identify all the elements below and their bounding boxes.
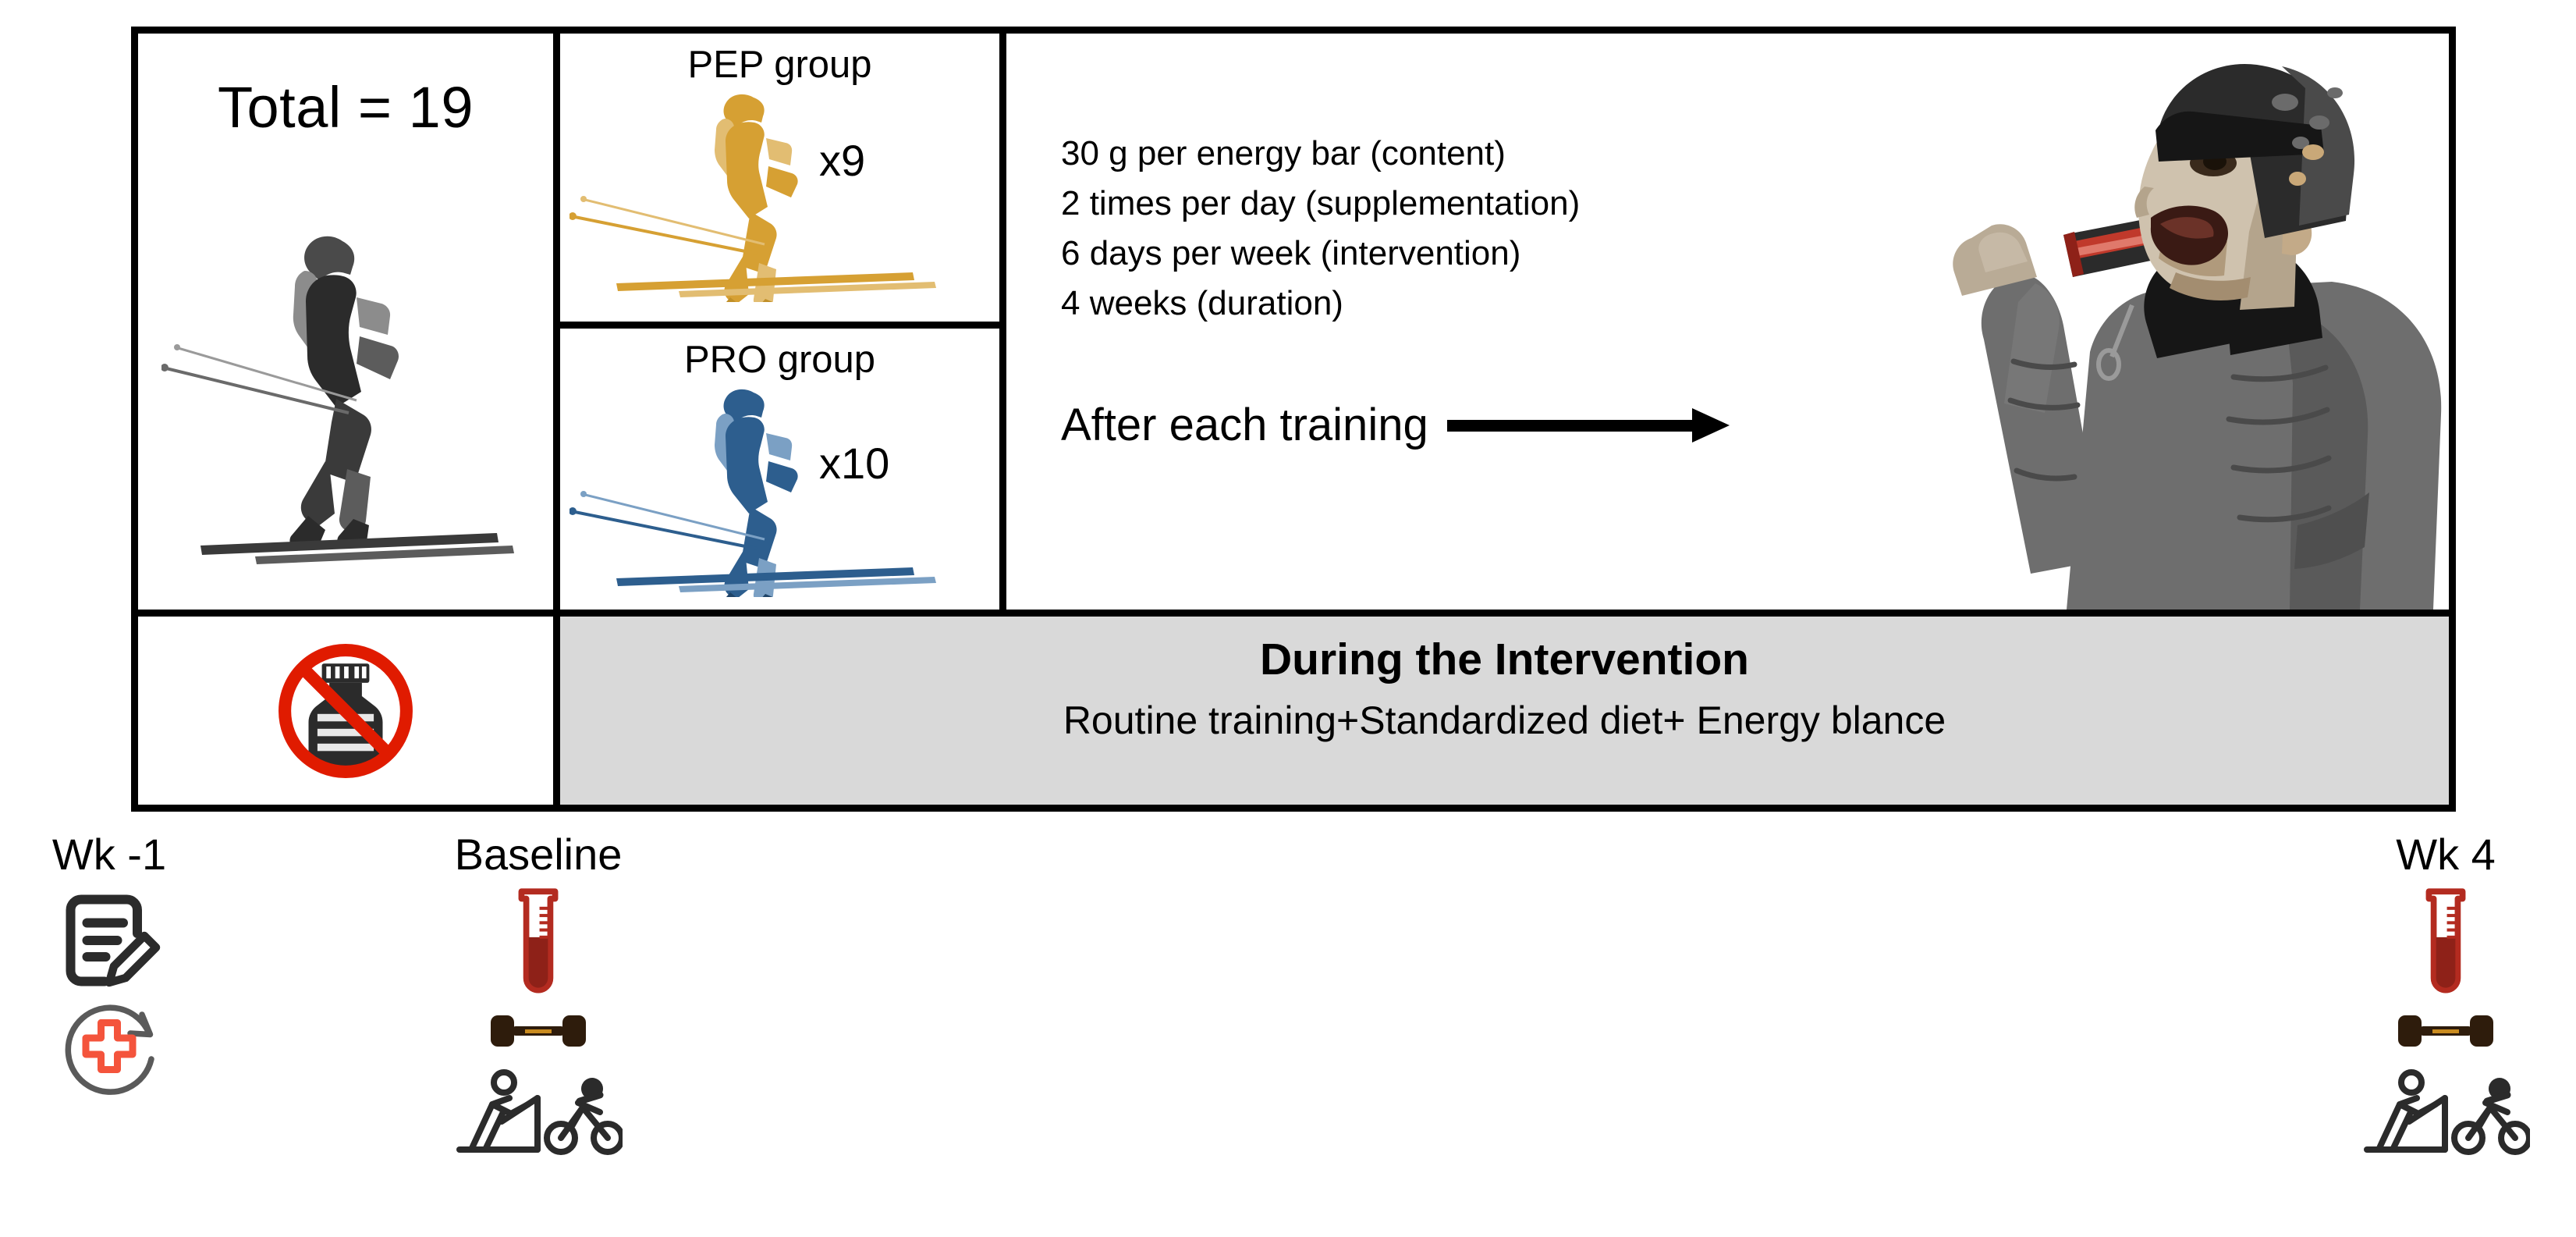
detail-line: 4 weeks (duration): [1061, 284, 1343, 322]
blood-sample-tube-icon: [518, 888, 559, 994]
cross-country-skier-photo-gold: [569, 94, 936, 302]
blood-sample-tube-icon: [2425, 888, 2466, 994]
after-each-training-row: After each training: [1061, 399, 1736, 451]
pep-group-count: x9: [819, 136, 866, 185]
banner-subtitle: Routine training+Standardized diet+ Ener…: [1063, 698, 1946, 742]
detail-line: 30 g per energy bar (content): [1061, 134, 1506, 172]
timepoint-icons: [421, 884, 655, 1157]
medical-check-refresh-icon: [65, 1004, 154, 1095]
cross-country-skier-photo-grayscale: [161, 236, 514, 564]
timepoint-wk-4: Wk 4: [2329, 829, 2563, 1157]
skier-cyclist-test-icon: [456, 1069, 623, 1155]
timepoint-label: Wk 4: [2396, 830, 2496, 879]
pep-group-title: PEP group: [687, 44, 872, 86]
athlete-eating-energy-bar-photo: [1953, 63, 2442, 610]
timepoint-label: Wk -1: [51, 830, 167, 879]
total-participants-label: Total = 19: [218, 75, 474, 140]
banner-title: During the Intervention: [1260, 634, 1749, 684]
timepoint-baseline: Baseline: [421, 829, 655, 1157]
questionnaire-edit-icon: [66, 894, 161, 987]
intervention-detail-cell: 30 g per energy bar (content) 2 times pe…: [1006, 34, 2449, 617]
group-allocation-cell: PEP group: [560, 34, 1006, 617]
lower-region: During the Intervention Routine training…: [138, 610, 2449, 805]
timepoint-icons: [2329, 884, 2563, 1157]
timepoint-wk-minus-1: Wk -1: [8, 829, 211, 1101]
intervention-detail-list: 30 g per energy bar (content) 2 times pe…: [1061, 129, 1580, 329]
upper-region: Total = 19: [138, 34, 2449, 617]
detail-line: 2 times per day (supplementation): [1061, 184, 1581, 222]
pro-group-cell: PRO group: [560, 329, 999, 617]
no-supplement-prohibition-icon: [279, 643, 413, 778]
skier-cyclist-test-icon: [2363, 1069, 2530, 1155]
dumbbell-icon: [491, 1015, 586, 1047]
no-supplement-cell: [138, 617, 560, 805]
detail-line: 6 days per week (intervention): [1061, 234, 1521, 272]
pro-group-count: x10: [819, 439, 890, 488]
cross-country-skier-photo-blue: [569, 389, 936, 597]
enrollment-cell: Total = 19: [138, 34, 560, 617]
dumbbell-icon: [2398, 1015, 2493, 1047]
right-arrow-icon: [1446, 407, 1736, 443]
pep-group-cell: PEP group: [560, 34, 999, 329]
pro-group-title: PRO group: [683, 339, 876, 381]
after-each-training-label: After each training: [1061, 400, 1428, 450]
timepoint-label: Baseline: [454, 830, 623, 879]
timepoint-icons: [8, 884, 211, 1101]
study-design-frame: Total = 19: [131, 27, 2456, 812]
during-intervention-banner: During the Intervention Routine training…: [560, 617, 2449, 805]
